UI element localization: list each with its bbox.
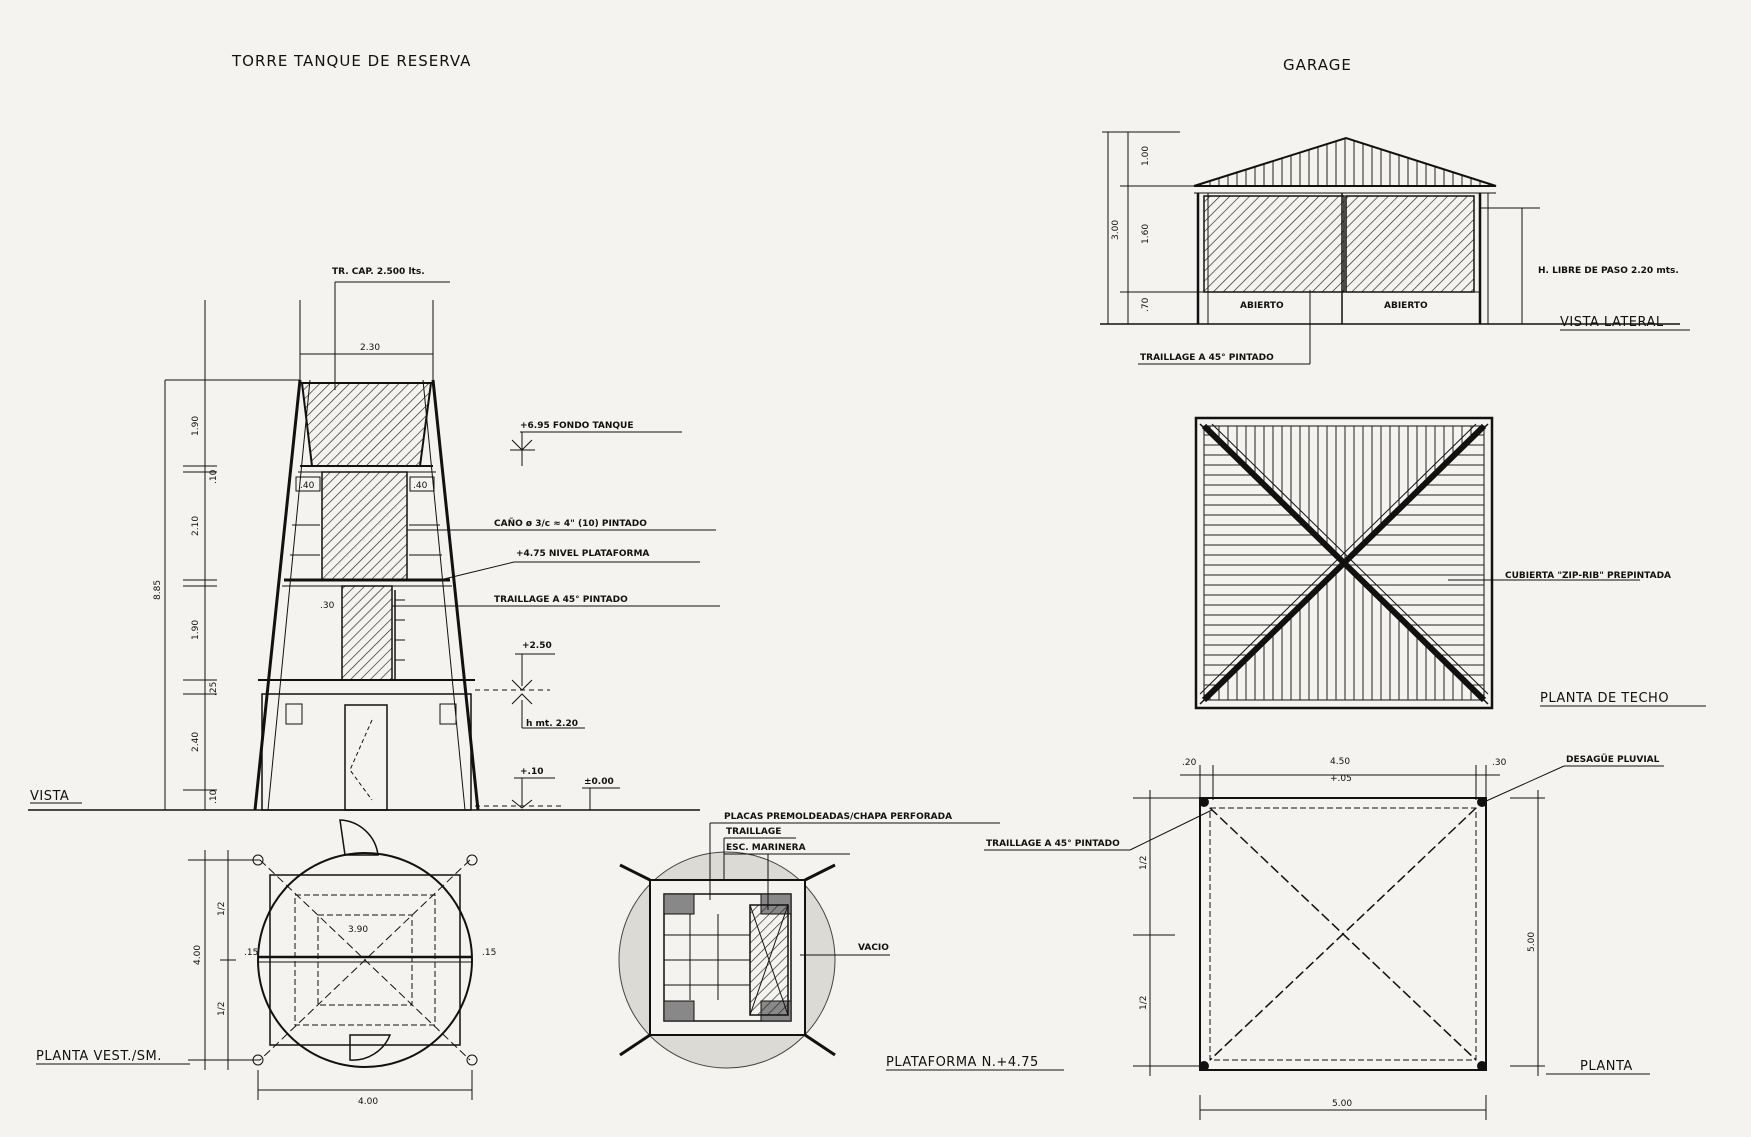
level-000: ±0.00 <box>584 777 614 787</box>
garage-roof-plan: CUBIERTA "ZIP-RIB" PREPINTADA PLANTA DE … <box>1194 416 1706 710</box>
svg-text:.30: .30 <box>320 601 335 611</box>
svg-text:.40: .40 <box>413 481 428 491</box>
open-label-2: ABIERTO <box>1384 301 1428 311</box>
svg-text:.10: .10 <box>209 469 219 484</box>
garage-depth-dim: 5.00 <box>1527 932 1537 952</box>
garage-side-view: ABIERTO ABIERTO H. LIBRE DE PASO 2.20 mt… <box>1100 131 1690 365</box>
svg-text:.30: .30 <box>1492 758 1507 768</box>
access-shaft <box>321 471 408 581</box>
svg-text:+.05: +.05 <box>1330 774 1352 784</box>
tank-level: +6.95 FONDO TANQUE <box>520 421 634 431</box>
plan-width-dim: 4.00 <box>358 1097 378 1107</box>
garage-plan-outline <box>1199 797 1487 1071</box>
svg-text:.15: .15 <box>244 948 258 958</box>
trellis-note: TRAILLAGE A 45° PINTADO <box>494 595 628 605</box>
platform-level: +4.75 NIVEL PLATAFORMA <box>516 549 649 559</box>
garage-trellis-note: TRAILLAGE A 45° PINTADO <box>1140 353 1274 363</box>
platform-trellis-note: TRAILLAGE <box>726 827 781 837</box>
svg-text:.15: .15 <box>482 948 496 958</box>
svg-text:.20: .20 <box>1182 758 1197 768</box>
headroom: h mt. 2.20 <box>526 719 578 729</box>
level-010: +.10 <box>520 767 543 777</box>
ladder-shaft <box>341 585 393 681</box>
svg-text:.25: .25 <box>209 682 219 696</box>
roof-cover-note: CUBIERTA "ZIP-RIB" PREPINTADA <box>1505 571 1671 581</box>
garage-roof-elevation <box>1193 136 1497 187</box>
garage-title: GARAGE <box>1283 56 1352 74</box>
garage-plan: .20 4.50 +.05 .30 5.00 1/2 1/2 5.00 TRAI… <box>984 754 1664 1120</box>
tower-elevation: VISTA .40 .40 .30 <box>28 267 720 811</box>
void-note: VACIO <box>858 943 889 953</box>
svg-text:1.60: 1.60 <box>1141 224 1151 244</box>
drain-note: DESAGÜE PLUVIAL <box>1566 754 1660 765</box>
svg-text:1.90: 1.90 <box>191 620 201 640</box>
plan-vest-label: PLANTA VEST./SM. <box>36 1049 162 1064</box>
ladder-note: ESC. MARINERA <box>726 843 806 853</box>
svg-text:4.00: 4.00 <box>193 945 203 965</box>
roof-plan-outline <box>1194 416 1494 710</box>
garage-plan-label: PLANTA <box>1580 1059 1633 1074</box>
svg-text:.40: .40 <box>300 481 315 491</box>
level-250: +2.50 <box>522 641 552 651</box>
svg-text:2.40: 2.40 <box>191 732 201 752</box>
platform-plan: PLACAS PREMOLDEADAS/CHAPA PERFORADA TRAI… <box>618 812 1064 1071</box>
tank-label: TR. CAP. 2.500 lts. <box>332 267 425 277</box>
tank <box>300 382 433 467</box>
roof-plan-label: PLANTA DE TECHO <box>1540 691 1669 706</box>
svg-text:1.90: 1.90 <box>191 416 201 436</box>
plan-trellis-note: TRAILLAGE A 45° PINTADO <box>986 839 1120 849</box>
total-height-dim: 8.85 <box>153 580 163 600</box>
svg-text:.70: .70 <box>1141 297 1151 312</box>
garage-height-dim: 3.00 <box>1111 220 1121 240</box>
plan-circle <box>257 852 473 1068</box>
pipe-note: CAÑO ø 3/c ≈ 4" (10) PINTADO <box>494 518 647 529</box>
svg-text:.10: .10 <box>209 789 219 804</box>
tower-plan: 3.90 .15 .15 4.00 4.00 1/2 1/2 PLANTA VE… <box>36 819 496 1107</box>
open-label-1: ABIERTO <box>1240 301 1284 311</box>
view-label: VISTA <box>30 789 69 804</box>
garage-panel-left <box>1203 195 1345 293</box>
clearance-note: H. LIBRE DE PASO 2.20 mts. <box>1538 266 1679 276</box>
svg-text:1/2: 1/2 <box>1139 856 1149 870</box>
side-view-label: VISTA LATERAL <box>1560 315 1664 330</box>
garage-panel-right <box>1345 195 1475 293</box>
svg-text:1/2: 1/2 <box>217 902 227 916</box>
svg-text:1.00: 1.00 <box>1141 146 1151 166</box>
top-width-dim: 2.30 <box>360 343 380 353</box>
svg-text:1/2: 1/2 <box>1139 996 1149 1010</box>
garage-width-dim: 4.50 <box>1330 757 1350 767</box>
tower-title: TORRE TANQUE DE RESERVA <box>231 52 471 70</box>
svg-text:3.90: 3.90 <box>348 925 368 935</box>
platform-label: PLATAFORMA N.+4.75 <box>886 1055 1039 1070</box>
svg-text:1/2: 1/2 <box>217 1002 227 1016</box>
base-door <box>344 704 388 811</box>
plates-note: PLACAS PREMOLDEADAS/CHAPA PERFORADA <box>724 812 952 822</box>
svg-text:2.10: 2.10 <box>191 516 201 536</box>
garage-bottom-dim: 5.00 <box>1332 1099 1352 1109</box>
